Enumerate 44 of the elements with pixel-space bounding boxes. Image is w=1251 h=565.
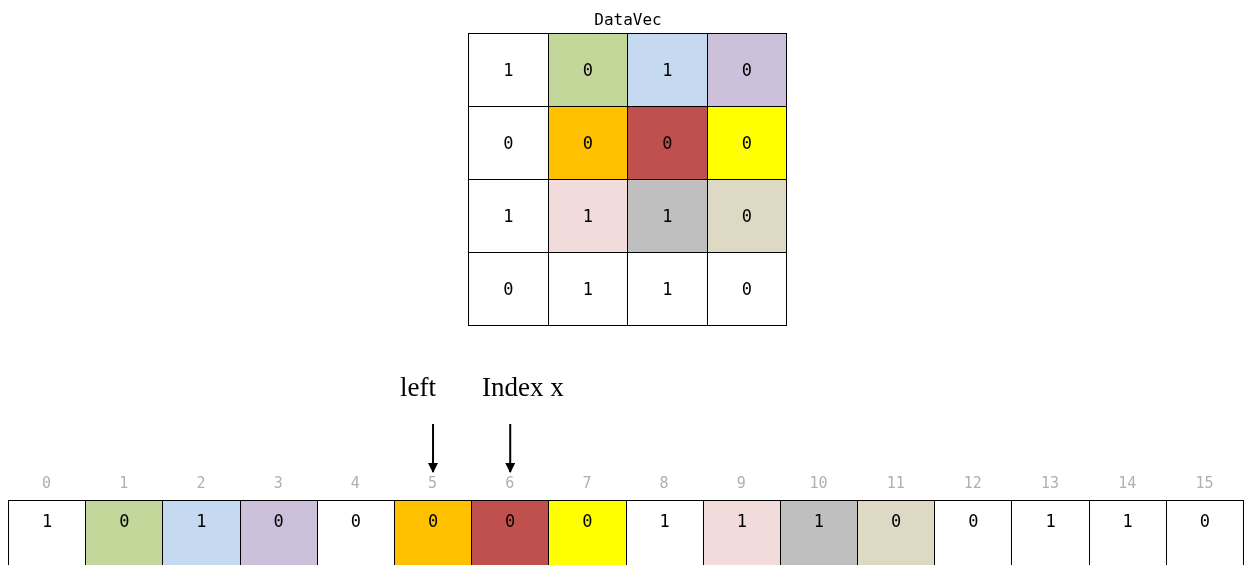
matrix-cell: 1 [547,179,628,253]
matrix-cell: 0 [706,179,787,253]
matrix-cell: 0 [627,106,708,180]
index-number: 8 [658,474,670,492]
matrix-cell: 0 [706,252,787,326]
matrix-cell: 0 [706,33,787,107]
index-number: 15 [1194,474,1215,492]
index-number: 6 [504,474,516,492]
index-number: 2 [195,474,207,492]
index-number: 9 [735,474,747,492]
array-cell: 0 [85,500,164,565]
pointer-label: Index x [482,372,564,403]
array-cell: 1 [8,500,87,565]
array-cell: 1 [162,500,241,565]
index-number: 4 [349,474,361,492]
array-cell: 1 [702,500,781,565]
matrix-cell: 0 [468,252,549,326]
matrix-cell: 0 [547,33,628,107]
array-cell: 0 [857,500,936,565]
index-number: 1 [118,474,130,492]
array-cell: 1 [779,500,859,565]
arrow [505,423,516,473]
pointer-label: left [400,372,436,403]
index-number: 14 [1117,474,1138,492]
array-cell: 0 [548,500,627,565]
array-cell: 0 [393,500,473,565]
matrix-cell: 1 [627,33,708,107]
index-number: 5 [427,474,439,492]
index-number: 0 [41,474,53,492]
index-number: 10 [808,474,829,492]
array-cell: 0 [239,500,318,565]
array-cell: 0 [1165,500,1244,565]
index-number: 13 [1040,474,1061,492]
index-number: 11 [885,474,906,492]
arrow [428,423,439,473]
matrix-cell: 1 [468,33,549,107]
table-heading: DataVec [593,10,663,29]
matrix-cell: 0 [706,106,787,180]
matrix-cell: 0 [547,106,628,180]
matrix-cell: 1 [627,179,708,253]
index-number: 7 [581,474,593,492]
index-number: 12 [962,474,983,492]
index-number: 3 [272,474,284,492]
array-cell: 0 [471,500,550,565]
